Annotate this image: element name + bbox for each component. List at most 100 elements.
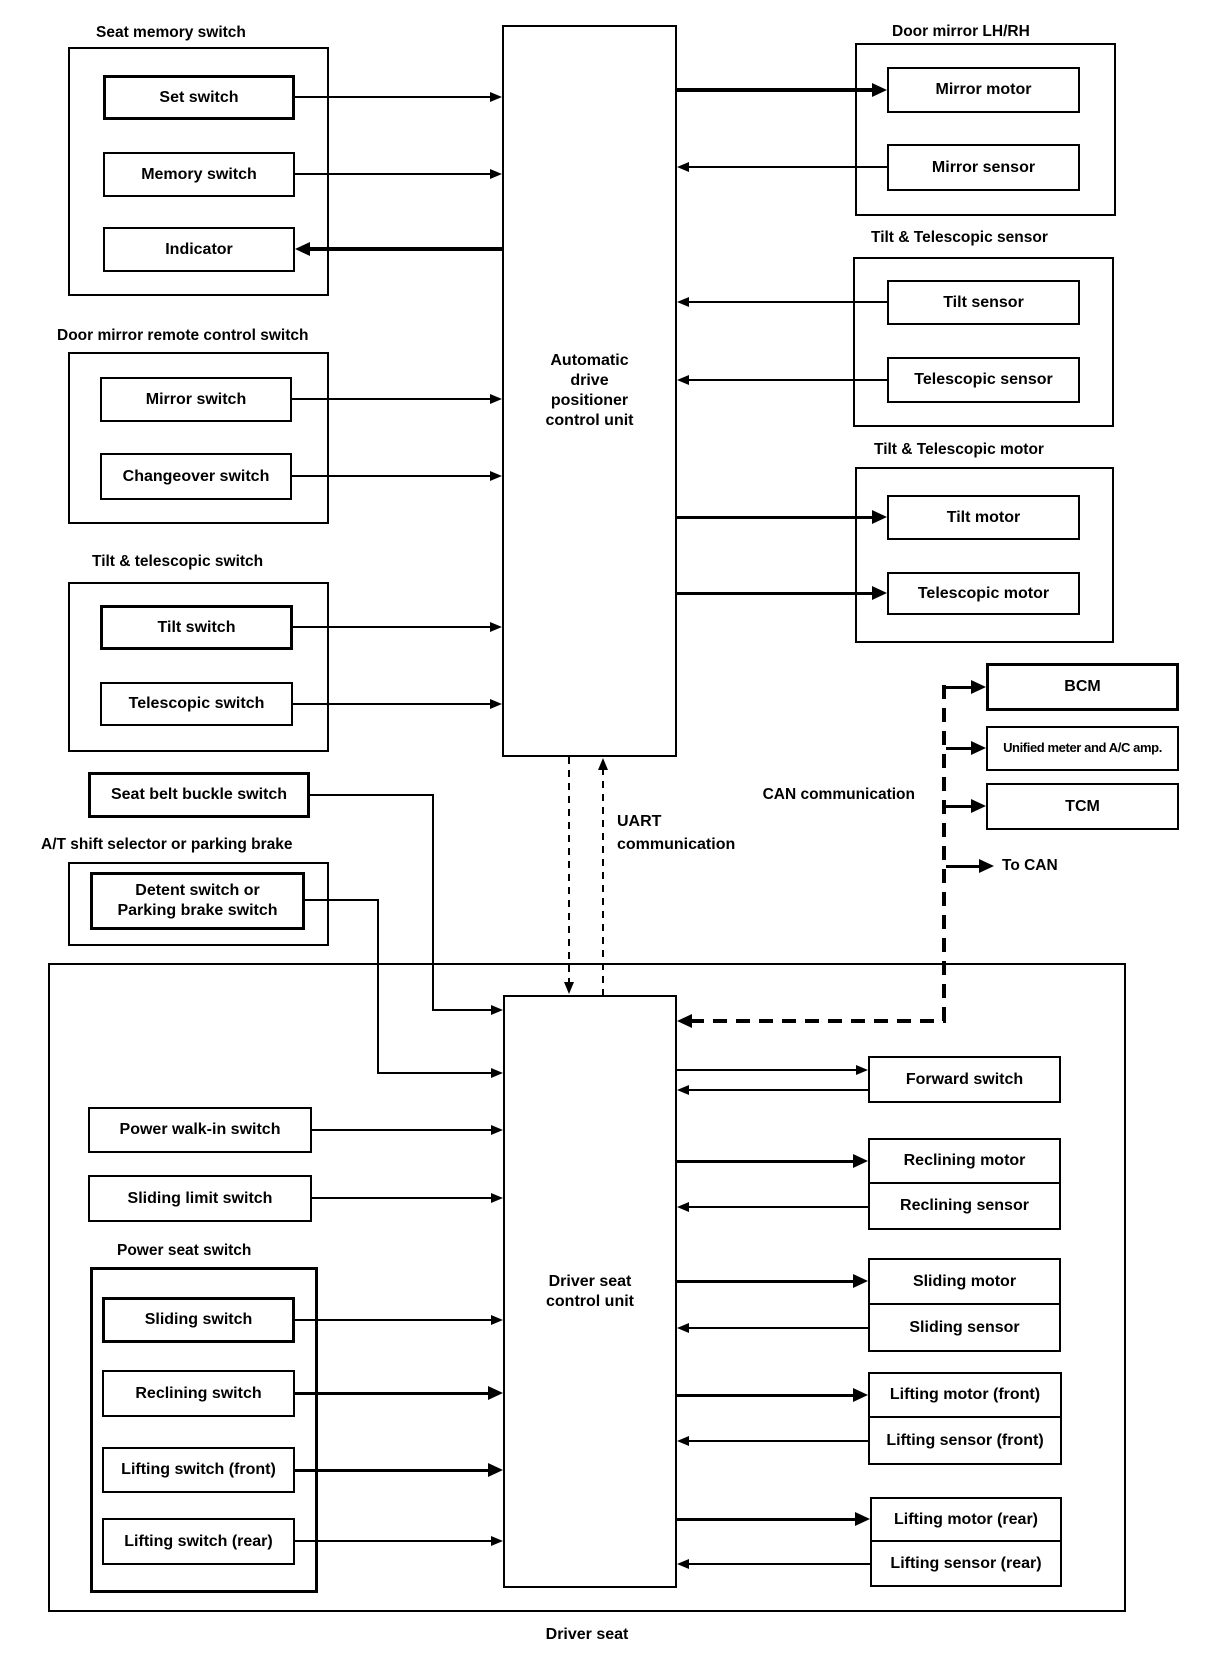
bcm-box: BCM bbox=[986, 663, 1179, 711]
at-shift-selector-label: A/T shift selector or parking brake bbox=[41, 836, 293, 853]
set-switch-line-arrowhead bbox=[490, 91, 502, 102]
tcm-box: TCM bbox=[986, 783, 1179, 830]
forward-switch-out-line-arrowhead bbox=[856, 1064, 868, 1075]
detent-line-v bbox=[377, 900, 379, 1074]
lifting-motor-rear-line-arrowhead bbox=[855, 1511, 870, 1526]
reclining-motor-box: Reclining motor bbox=[868, 1138, 1061, 1184]
seat-memory-switch-label: Seat memory switch bbox=[96, 24, 246, 41]
sliding-sensor-box: Sliding sensor bbox=[868, 1305, 1061, 1352]
lifting-motor-front-box: Lifting motor (front) bbox=[868, 1372, 1062, 1418]
mirror-motor-line bbox=[677, 88, 874, 92]
changeover-switch-box: Changeover switch bbox=[100, 453, 292, 500]
can-line-vertical bbox=[942, 685, 946, 1021]
memory-switch-line-arrowhead bbox=[490, 168, 502, 179]
tilt-switch-line-arrowhead bbox=[490, 621, 502, 632]
lifting-sensor-rear-box: Lifting sensor (rear) bbox=[870, 1542, 1062, 1587]
power-walk-in-line-arrowhead bbox=[491, 1124, 503, 1135]
door-mirror-lh-rh-label: Door mirror LH/RH bbox=[892, 23, 1030, 40]
sliding-motor-line bbox=[677, 1279, 855, 1283]
lifting-switch-rear-box: Lifting switch (rear) bbox=[102, 1518, 295, 1565]
lifting-switch-rear-line-arrowhead bbox=[491, 1535, 503, 1546]
indicator-line bbox=[308, 247, 502, 251]
telescopic-sensor-line-arrowhead bbox=[677, 374, 689, 385]
reclining-switch-box: Reclining switch bbox=[102, 1370, 295, 1417]
can-communication-label: CAN communication bbox=[762, 786, 915, 803]
door-mirror-lh-rh-group bbox=[855, 43, 1116, 216]
telescopic-motor-box: Telescopic motor bbox=[887, 572, 1080, 615]
lifting-switch-front-line bbox=[295, 1468, 490, 1472]
uart-line-down bbox=[568, 757, 570, 984]
tilt-motor-box: Tilt motor bbox=[887, 495, 1080, 540]
lifting-switch-front-line-arrowhead bbox=[488, 1462, 503, 1477]
memory-switch-box: Memory switch bbox=[103, 152, 295, 197]
telescopic-switch-box: Telescopic switch bbox=[100, 682, 293, 726]
seat-belt-line-v bbox=[432, 795, 434, 1011]
power-walk-in-switch-box: Power walk-in switch bbox=[88, 1107, 312, 1153]
tilt-telescopic-switch-label: Tilt & telescopic switch bbox=[92, 553, 264, 570]
telescopic-motor-line-arrowhead bbox=[872, 585, 887, 600]
lifting-sensor-rear-line-arrowhead bbox=[677, 1558, 689, 1569]
tilt-telescopic-sensor-group bbox=[853, 257, 1114, 427]
tcm-branch-line bbox=[946, 804, 973, 808]
automatic-drive-positioner-control-unit-box: Automatic drive positioner control unit bbox=[502, 25, 677, 757]
driver-seat-caption: Driver seat bbox=[545, 1626, 629, 1643]
forward-switch-in-line bbox=[687, 1089, 868, 1091]
to-can-label: To CAN bbox=[1002, 857, 1058, 874]
tilt-switch-line bbox=[293, 626, 492, 628]
memory-switch-line bbox=[295, 173, 492, 175]
door-mirror-remote-label: Door mirror remote control switch bbox=[57, 327, 309, 344]
reclining-motor-line bbox=[677, 1159, 855, 1163]
changeover-switch-line-arrowhead bbox=[490, 470, 502, 481]
detent-switch-box: Detent switch or Parking brake switch bbox=[90, 872, 305, 930]
unified-meter-branch-line bbox=[946, 746, 973, 750]
tilt-telescopic-motor-label: Tilt & Telescopic motor bbox=[874, 441, 1044, 458]
bcm-branch-line-arrowhead bbox=[971, 679, 986, 694]
seat-memory-switch-group bbox=[68, 47, 329, 296]
lifting-motor-rear-line bbox=[677, 1517, 857, 1521]
forward-switch-out-line bbox=[677, 1069, 858, 1071]
telescopic-sensor-line bbox=[687, 379, 887, 381]
lifting-motor-front-line bbox=[677, 1393, 855, 1397]
forward-switch-box: Forward switch bbox=[868, 1056, 1061, 1103]
tilt-sensor-line bbox=[687, 301, 887, 303]
uart-line-down-arrowhead bbox=[563, 982, 574, 994]
detent-line-h2-arrowhead bbox=[491, 1067, 503, 1078]
reclining-sensor-box: Reclining sensor bbox=[868, 1184, 1061, 1230]
telescopic-motor-line bbox=[677, 591, 874, 595]
lifting-motor-rear-box: Lifting motor (rear) bbox=[870, 1497, 1062, 1542]
unified-meter-ac-amp-box: Unified meter and A/C amp. bbox=[986, 726, 1179, 771]
sliding-sensor-line bbox=[687, 1327, 868, 1329]
can-line-horizontal-arrowhead bbox=[677, 1013, 692, 1028]
mirror-motor-line-arrowhead bbox=[872, 82, 887, 97]
mirror-sensor-line-arrowhead bbox=[677, 161, 689, 172]
telescopic-switch-line bbox=[293, 703, 492, 705]
seat-belt-line-h1 bbox=[310, 794, 434, 796]
indicator-box: Indicator bbox=[103, 227, 295, 272]
unified-meter-branch-line-arrowhead bbox=[971, 740, 986, 755]
power-seat-switch-group bbox=[90, 1267, 318, 1593]
detent-line-h2 bbox=[378, 1072, 493, 1074]
driver-seat-control-unit-box: Driver seat control unit bbox=[503, 995, 677, 1588]
tilt-telescopic-motor-group bbox=[855, 467, 1114, 643]
power-seat-switch-label: Power seat switch bbox=[117, 1242, 252, 1259]
tilt-switch-box: Tilt switch bbox=[100, 605, 293, 650]
forward-switch-in-line-arrowhead bbox=[677, 1084, 689, 1095]
telescopic-sensor-box: Telescopic sensor bbox=[887, 357, 1080, 403]
power-walk-in-line bbox=[312, 1129, 493, 1131]
driver-seat-boundary-box bbox=[48, 963, 1126, 1612]
telescopic-switch-line-arrowhead bbox=[490, 698, 502, 709]
detent-line-h1 bbox=[305, 899, 379, 901]
reclining-switch-line bbox=[295, 1391, 490, 1395]
uart-line-up-arrowhead bbox=[597, 758, 608, 770]
reclining-sensor-line bbox=[687, 1206, 868, 1208]
tilt-motor-line-arrowhead bbox=[872, 509, 887, 524]
mirror-motor-box: Mirror motor bbox=[887, 67, 1080, 113]
sliding-motor-box: Sliding motor bbox=[868, 1258, 1061, 1305]
sliding-switch-line bbox=[295, 1319, 493, 1321]
lifting-switch-front-box: Lifting switch (front) bbox=[102, 1447, 295, 1493]
indicator-line-arrowhead bbox=[295, 241, 310, 256]
can-line-horizontal bbox=[690, 1019, 946, 1023]
tcm-branch-line-arrowhead bbox=[971, 798, 986, 813]
sliding-limit-line bbox=[312, 1197, 493, 1199]
